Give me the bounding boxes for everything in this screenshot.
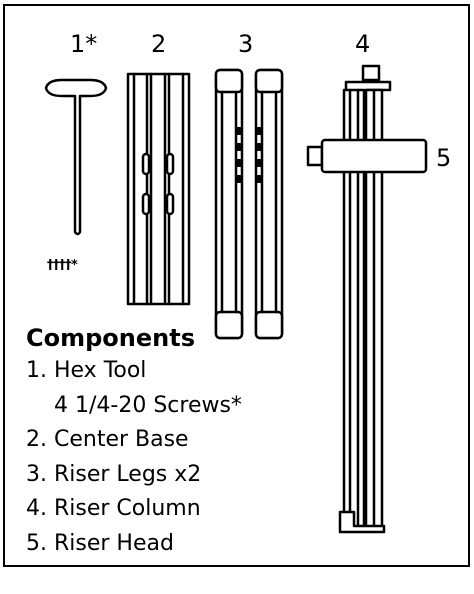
part-label-center-base: 2 [151, 30, 167, 58]
screws-icon: ††††* [47, 258, 78, 273]
riser-column-icon [338, 64, 392, 534]
part-label-riser-head: 5 [436, 144, 452, 172]
riser-head-icon [306, 138, 428, 174]
legend-item: 4 1/4-20 Screws* [54, 392, 242, 418]
part-label-hex-tool: 1* [70, 30, 98, 58]
legend-item: 4. Riser Column [26, 496, 201, 521]
legend-list: 1. Hex Tool 4 1/4-20 Screws* 2. Center B… [26, 354, 242, 561]
components-legend: Components 1. Hex Tool 4 1/4-20 Screws* … [26, 322, 242, 561]
legend-item: 5. Riser Head [26, 530, 174, 556]
part-label-riser-legs: 3 [238, 30, 254, 58]
riser-legs-icon [214, 68, 284, 340]
figure-frame [3, 4, 470, 567]
legend-item: 2. Center Base [26, 427, 189, 452]
legend-item: 3. Riser Legs x2 [26, 461, 202, 487]
center-base-icon [126, 72, 191, 306]
part-label-riser-column: 4 [355, 30, 371, 58]
legend-item: 1. Hex Tool [26, 358, 147, 383]
legend-title: Components [26, 324, 195, 352]
hex-tool-icon [44, 78, 108, 236]
